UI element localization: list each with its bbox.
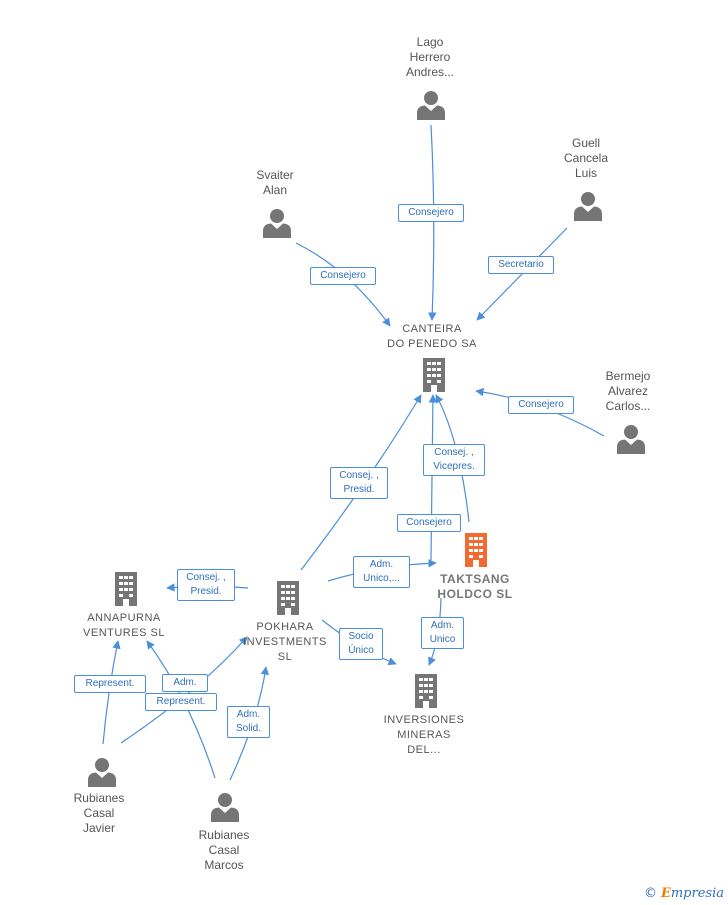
annapurna-building-icon[interactable]	[115, 572, 137, 606]
brand-initial: E	[660, 886, 671, 901]
edge-label-marcos-annapurna[interactable]: Represent.	[145, 693, 217, 711]
marcos-person-icon[interactable]	[211, 793, 239, 822]
node-label-lago[interactable]: Lago Herrero Andres...	[405, 35, 455, 79]
edge-label-pokhara-canteira[interactable]: Consej. , Presid.	[330, 467, 388, 499]
edge-label-svaiter-canteira[interactable]: Consejero	[310, 267, 376, 285]
lago-person-icon[interactable]	[417, 91, 445, 120]
edge-label-taktsang-canteira-b[interactable]: Consejero	[397, 514, 461, 532]
node-label-marcos[interactable]: Rubianes Casal Marcos	[198, 828, 250, 872]
bermejo-person-icon[interactable]	[617, 425, 645, 454]
edge-label-guell-canteira[interactable]: Secretario	[488, 256, 554, 274]
node-label-inversiones[interactable]: INVERSIONES MINERAS DEL...	[383, 714, 465, 756]
edge-taktsang-canteira-b	[428, 394, 438, 561]
edge-label-pokhara-taktsang[interactable]: Adm. Unico,...	[353, 556, 410, 588]
pokhara-building-icon[interactable]	[277, 581, 299, 615]
edge-label-javier-pokhara[interactable]: Adm.	[162, 674, 208, 692]
node-label-annapurna[interactable]: ANNAPURNA VENTURES SL	[83, 612, 165, 639]
node-label-svaiter[interactable]: Svaiter Alan	[256, 168, 294, 197]
brand-logo: ©Empresia	[644, 886, 724, 901]
node-label-pokhara[interactable]: POKHARA INVESTMENTS SL	[243, 621, 327, 663]
edge-label-bermejo-canteira[interactable]: Consejero	[508, 396, 574, 414]
edge-label-pokhara-annapurna[interactable]: Consej. , Presid.	[177, 569, 235, 601]
brand-name: mpresia	[670, 886, 724, 901]
edge-label-marcos-pokhara[interactable]: Adm. Solid.	[227, 706, 270, 738]
node-label-canteira[interactable]: CANTEIRA DO PENEDO SA	[387, 323, 477, 350]
svaiter-person-icon[interactable]	[263, 209, 291, 238]
edge-guell-canteira	[476, 227, 568, 321]
node-label-javier[interactable]: Rubianes Casal Javier	[73, 791, 125, 835]
guell-person-icon[interactable]	[574, 192, 602, 221]
edge-label-taktsang-inversiones[interactable]: Adm. Unico	[421, 617, 464, 649]
node-label-guell[interactable]: Guell Cancela Luis	[563, 136, 609, 180]
edge-lago-canteira	[428, 124, 437, 321]
node-label-taktsang[interactable]: TAKTSANG HOLDCO SL	[437, 572, 513, 601]
edge-label-taktsang-canteira-a[interactable]: Consej. , Vicepres.	[423, 444, 485, 476]
edge-label-lago-canteira[interactable]: Consejero	[398, 204, 464, 222]
edge-label-javier-annapurna[interactable]: Represent.	[74, 675, 146, 693]
node-label-bermejo[interactable]: Bermejo Alvarez Carlos...	[605, 369, 651, 413]
taktsang-building-icon[interactable]	[465, 533, 487, 567]
edge-label-pokhara-inversiones[interactable]: Socio Único	[339, 628, 383, 660]
javier-person-icon[interactable]	[88, 758, 116, 787]
inversiones-building-icon[interactable]	[415, 674, 437, 708]
canteira-building-icon[interactable]	[423, 358, 445, 392]
copyright-icon: ©	[643, 886, 657, 901]
